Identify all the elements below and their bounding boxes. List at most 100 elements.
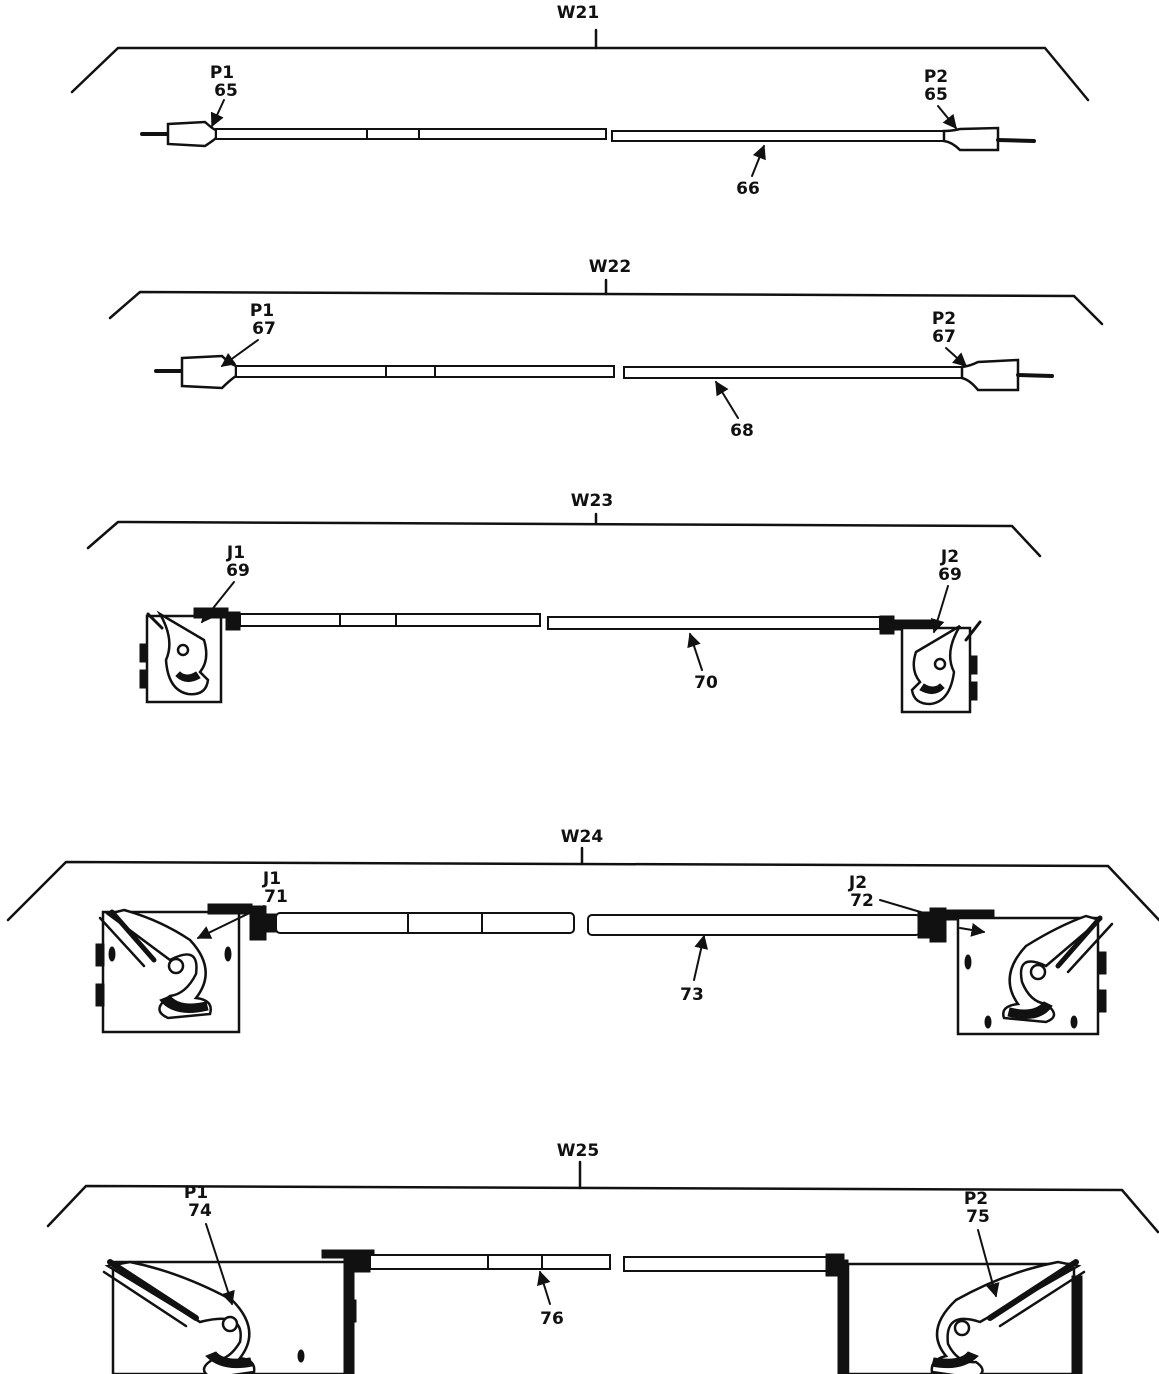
- ref-label-right: J2: [940, 547, 959, 567]
- ref-label-right: P2: [924, 67, 948, 87]
- mount-tab: [1097, 951, 1107, 975]
- cable-segment-right: [623, 1256, 829, 1272]
- plug-p2: [825, 1253, 1086, 1374]
- assembly-w25: W25: [46, 1141, 1159, 1374]
- mount-tab: [139, 643, 148, 663]
- mount-tab: [139, 669, 148, 689]
- cable-item-label: 66: [736, 179, 760, 199]
- leader-arrow: [687, 632, 703, 671]
- leader-arrow: [930, 585, 949, 634]
- mount-tab: [969, 681, 978, 701]
- latch-hook: [175, 671, 201, 682]
- ref-label-left: P1: [210, 63, 234, 83]
- mount-slot: [224, 946, 232, 962]
- mount-slot: [297, 1349, 305, 1363]
- mount-slot: [964, 954, 972, 970]
- cable-segment-left: [369, 1254, 611, 1270]
- jack-j2: [879, 615, 982, 714]
- item-label-left: 67: [252, 319, 276, 339]
- latch-spring: [98, 916, 146, 968]
- leader-arrow: [715, 380, 739, 419]
- latch-spring: [998, 1270, 1086, 1328]
- assembly-title: W21: [557, 3, 599, 23]
- assembly-w21: W21 P1 65 P2 65 66: [70, 3, 1090, 199]
- item-label-left: 69: [226, 561, 250, 581]
- latch-hook: [919, 683, 945, 694]
- leader-arrow: [210, 99, 225, 128]
- cable-item-label: 70: [694, 673, 718, 693]
- cable-segment-left: [275, 912, 575, 934]
- bracket: [86, 520, 1042, 558]
- cable-segment-left: [235, 365, 615, 378]
- cable-segment-right: [587, 914, 921, 936]
- latch-spring: [107, 1259, 199, 1321]
- cable-segment-left: [239, 613, 541, 627]
- mount-slot: [108, 946, 116, 962]
- cable-segment-left: [215, 128, 607, 140]
- latch-spring: [109, 909, 157, 963]
- assembly-title: W24: [561, 827, 604, 847]
- leader-arrow: [196, 905, 265, 939]
- leader-line: [879, 899, 935, 917]
- ref-label-right: P2: [964, 1189, 988, 1209]
- jack-ferrule: [263, 913, 277, 933]
- leader-arrow: [977, 1229, 1000, 1298]
- plug-p1-body: [166, 120, 218, 148]
- assembly-w24: W24: [6, 827, 1159, 1036]
- ref-label-left: J1: [226, 543, 245, 563]
- plug-p2-body: [960, 358, 1020, 392]
- latch-pivot: [167, 957, 185, 975]
- leader-arrow: [205, 1223, 235, 1306]
- ref-label-right: P2: [932, 309, 956, 329]
- latch-hook: [1007, 1001, 1053, 1019]
- latch-hook: [205, 1351, 253, 1369]
- jack-j1: [95, 903, 277, 1034]
- assembly-title: W23: [571, 491, 613, 511]
- item-label-left: 65: [214, 81, 238, 101]
- plug-p1: [102, 1249, 375, 1374]
- item-label-left: 74: [188, 1201, 212, 1221]
- jack-j2: [917, 907, 1114, 1036]
- leader-arrow: [945, 347, 968, 367]
- bracket: [46, 1184, 1159, 1234]
- mount-tab: [95, 943, 105, 967]
- ref-label-right: J2: [848, 873, 867, 893]
- plug-pin: [1016, 373, 1054, 378]
- cable-item-label: 76: [540, 1309, 564, 1329]
- mount-tab: [95, 983, 105, 1007]
- cable-segment-right: [623, 366, 963, 379]
- plug-p2-body: [942, 126, 1000, 152]
- jack-flange: [207, 903, 253, 915]
- latch-pivot: [953, 1319, 971, 1337]
- assembly-title: W22: [589, 257, 631, 277]
- latch-spring: [1066, 922, 1114, 974]
- latch-hook: [159, 995, 209, 1013]
- mount-slot: [984, 1015, 992, 1029]
- bracket: [6, 860, 1159, 922]
- plug-flange: [837, 1259, 849, 1374]
- plug-side-rail: [1071, 1275, 1083, 1374]
- latch-pivot: [933, 657, 947, 671]
- bracket: [70, 46, 1090, 102]
- mount-tab: [1097, 989, 1107, 1013]
- item-label-right: 72: [850, 891, 874, 911]
- leader-arrow: [937, 105, 957, 130]
- latch-hook: [931, 1351, 979, 1369]
- leader-arrow: [201, 581, 235, 624]
- item-label-right: 67: [932, 327, 956, 347]
- latch-pivot: [221, 1315, 239, 1333]
- leader-arrow: [693, 934, 709, 981]
- latch-spring: [146, 612, 164, 630]
- leader-arrow: [959, 923, 986, 937]
- assembly-w22: W22 P1 67 P2 67 68: [108, 257, 1104, 441]
- mount-tab: [969, 655, 978, 675]
- leader-arrow: [537, 1270, 551, 1305]
- item-label-right: 75: [966, 1207, 990, 1227]
- latch-pivot: [1029, 963, 1047, 981]
- jack-j1: [139, 607, 241, 704]
- cable-segment-right: [611, 130, 945, 142]
- cable-item-label: 73: [680, 985, 704, 1005]
- assembly-w23: W23 J1: [86, 491, 1042, 714]
- latch-plate: [105, 908, 212, 1020]
